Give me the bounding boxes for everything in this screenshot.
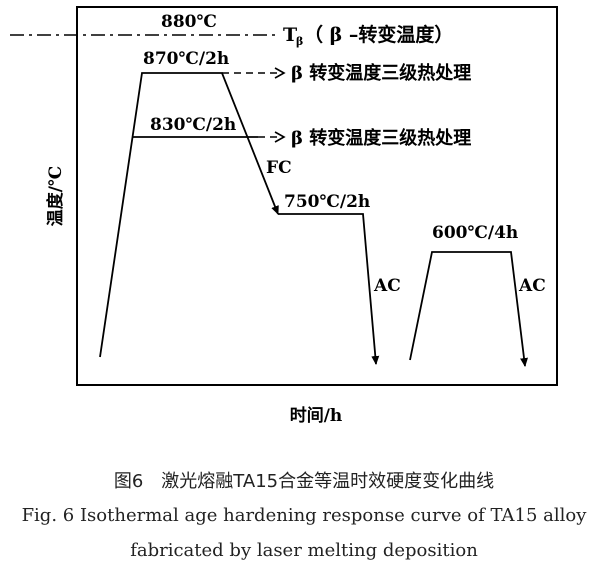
t-beta-description: （ β –转变温度）: [304, 23, 453, 46]
hold-750-path: [278, 213, 380, 365]
caption-english-line2: fabricated by laser melting deposition: [130, 540, 478, 561]
caption-english-line1: Fig. 6 Isothermal age hardening response…: [21, 505, 587, 526]
fc-label: FC: [266, 158, 292, 178]
x-axis-label: 时间/h: [290, 405, 343, 426]
aging-600-path: [409, 251, 528, 367]
step2-note: β 转变温度三级热处理: [291, 127, 471, 149]
t-beta-subscript: β: [296, 35, 303, 48]
step1-note: β 转变温度三级热处理: [291, 62, 471, 84]
heat-treatment-diagram: 880℃ T β （ β –转变温度） 870℃/2h β 转变温度三级热处理 …: [10, 6, 558, 426]
step2-label: 830℃/2h: [150, 115, 236, 135]
caption-chinese: 图6 激光熔融TA15合金等温时效硬度变化曲线: [113, 471, 495, 492]
ac-label-2: AC: [518, 276, 546, 296]
main-heat-path: [99, 72, 279, 358]
step1-label: 870℃/2h: [143, 49, 229, 69]
step4-label: 600℃/4h: [432, 223, 518, 243]
t-beta-symbol: T: [283, 24, 297, 46]
step3-label: 750℃/2h: [284, 192, 370, 212]
t-beta-temp-label: 880℃: [161, 12, 217, 32]
y-axis-label: 温度/℃: [45, 166, 66, 227]
plot-frame: [76, 6, 558, 386]
ac-label-1: AC: [373, 276, 401, 296]
